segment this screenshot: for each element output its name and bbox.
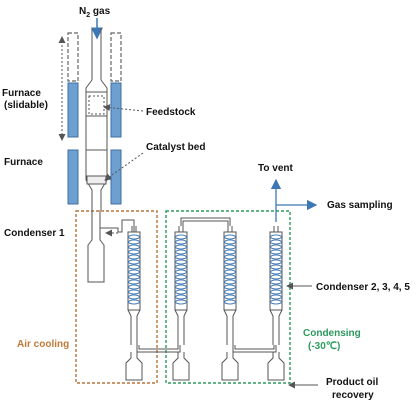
condenser-column-3-coil-12 [174, 294, 188, 300]
condenser-column-3-coil-5 [174, 259, 188, 265]
condenser-column-2-coil-5 [127, 259, 141, 265]
condenser-column-3-coil-6 [174, 264, 188, 270]
condenser-column-2-flask [125, 352, 143, 381]
condenser-column-4-coil-4 [223, 254, 237, 260]
condenser-column-2-coil-6 [127, 264, 141, 270]
furnace-slidable-left [67, 82, 79, 138]
gas-sampling-label: Gas sampling [327, 200, 393, 211]
furnace-slidable-right [110, 82, 122, 138]
condenser-column-2-coil-13 [127, 299, 141, 305]
condenser-column-5-jacket [269, 231, 283, 311]
condenser-1 [87, 210, 135, 283]
condenser-column-5-coil-3 [269, 249, 283, 255]
condenser-column-5-coil-0 [269, 234, 283, 240]
furnace-fixed-left [67, 149, 79, 205]
condenser-column-5-coil-7 [269, 269, 283, 275]
condenser-column-5 [267, 226, 285, 381]
condenser-column-3-coil-4 [174, 254, 188, 260]
to-vent-label: To vent [258, 163, 293, 174]
condenser-column-2-coil-12 [127, 294, 141, 300]
condenser-column-3-coil-7 [174, 269, 188, 275]
condenser-column-4-flask [221, 352, 239, 381]
condenser-column-4-coil-12 [223, 294, 237, 300]
condenser-column-3-coil-0 [174, 234, 188, 240]
condenser-column-5-coil-1 [269, 239, 283, 245]
condenser-column-5-flask [267, 352, 285, 381]
condensing-label: Condensing [303, 328, 361, 339]
condenser-column-4-jacket [223, 231, 237, 311]
product-oil-label-1: Product oil [326, 377, 378, 388]
transfer-lines [136, 217, 277, 353]
condenser-2345-label: Condenser 2, 3, 4, 5 [316, 282, 410, 293]
condenser-column-2 [125, 226, 143, 381]
condenser-column-3-jacket [174, 231, 188, 311]
furnace-slidable-ghost-left [67, 32, 79, 82]
condenser-column-4 [221, 226, 239, 381]
condenser-column-2-coil-11 [127, 289, 141, 295]
condenser-column-3-flask [172, 352, 190, 381]
condenser-column-4-coil-5 [223, 259, 237, 265]
condenser-columns [125, 226, 285, 381]
feedstock-label: Feedstock [146, 107, 196, 118]
condenser-column-4-coil-0 [223, 234, 237, 240]
condenser-column-2-coil-0 [127, 234, 141, 240]
condenser-column-5-coil-10 [269, 284, 283, 290]
condenser-column-5-coil-11 [269, 289, 283, 295]
air-cooling-box [75, 210, 158, 384]
condenser-column-2-coil-9 [127, 279, 141, 285]
condenser-column-5-coil-9 [269, 279, 283, 285]
condenser-column-2-coil-3 [127, 249, 141, 255]
condenser-column-2-coil-7 [127, 269, 141, 275]
furnace-label: Furnace [4, 157, 43, 168]
condenser-column-5-coil-6 [269, 264, 283, 270]
condenser-column-4-coil-13 [223, 299, 237, 305]
furnace-fixed-right [110, 149, 122, 205]
condensing-temp-label: (-30℃) [308, 341, 340, 352]
condenser-column-5-coil-12 [269, 294, 283, 300]
condenser-column-5-coil-13 [269, 299, 283, 305]
condenser-column-4-coil-9 [223, 279, 237, 285]
reactor-tube [85, 28, 108, 210]
condenser-column-4-coil-2 [223, 244, 237, 250]
condenser-column-3-coil-2 [174, 244, 188, 250]
condenser-column-5-coil-8 [269, 274, 283, 280]
condenser-column-5-coil-2 [269, 244, 283, 250]
condenser-column-2-jacket [127, 231, 141, 311]
feedstock-pointer [103, 104, 144, 112]
condenser-column-2-coil-2 [127, 244, 141, 250]
condenser-column-3-coil-11 [174, 289, 188, 295]
product-oil-label-2: recovery [332, 390, 374, 401]
condenser-column-4-coil-3 [223, 249, 237, 255]
condenser-column-2-coil-1 [127, 239, 141, 245]
catalyst-bed-label: Catalyst bed [146, 142, 205, 153]
furnace-slidable-ghost-right [110, 32, 122, 82]
condenser-column-2-coil-10 [127, 284, 141, 290]
n2-gas-label: N2 gas [79, 6, 111, 19]
furnace-slidable-label-1: Furnace [2, 88, 41, 99]
condenser-column-4-coil-1 [223, 239, 237, 245]
air-cooling-label: Air cooling [17, 339, 69, 350]
condenser-column-4-coil-8 [223, 274, 237, 280]
condenser-column-3-coil-3 [174, 249, 188, 255]
condenser-column-3-coil-13 [174, 299, 188, 305]
condenser-1-label: Condenser 1 [4, 228, 65, 239]
condenser-column-3-coil-10 [174, 284, 188, 290]
condenser-column-4-coil-6 [223, 264, 237, 270]
furnace-slidable-label-2: (slidable) [4, 100, 48, 111]
condenser-column-5-coil-4 [269, 254, 283, 260]
condenser-column-3 [172, 226, 190, 381]
condenser-column-4-coil-10 [223, 284, 237, 290]
condenser-column-3-coil-8 [174, 274, 188, 280]
condenser-column-3-coil-1 [174, 239, 188, 245]
condensing-box [165, 210, 291, 384]
condenser-column-3-coil-9 [174, 279, 188, 285]
condenser-column-4-coil-11 [223, 289, 237, 295]
svg-text:N2 gas: N2 gas [79, 6, 111, 19]
condenser-column-4-coil-7 [223, 269, 237, 275]
condenser-column-2-coil-4 [127, 254, 141, 260]
condenser-column-5-coil-5 [269, 259, 283, 265]
condenser-column-2-coil-8 [127, 274, 141, 280]
